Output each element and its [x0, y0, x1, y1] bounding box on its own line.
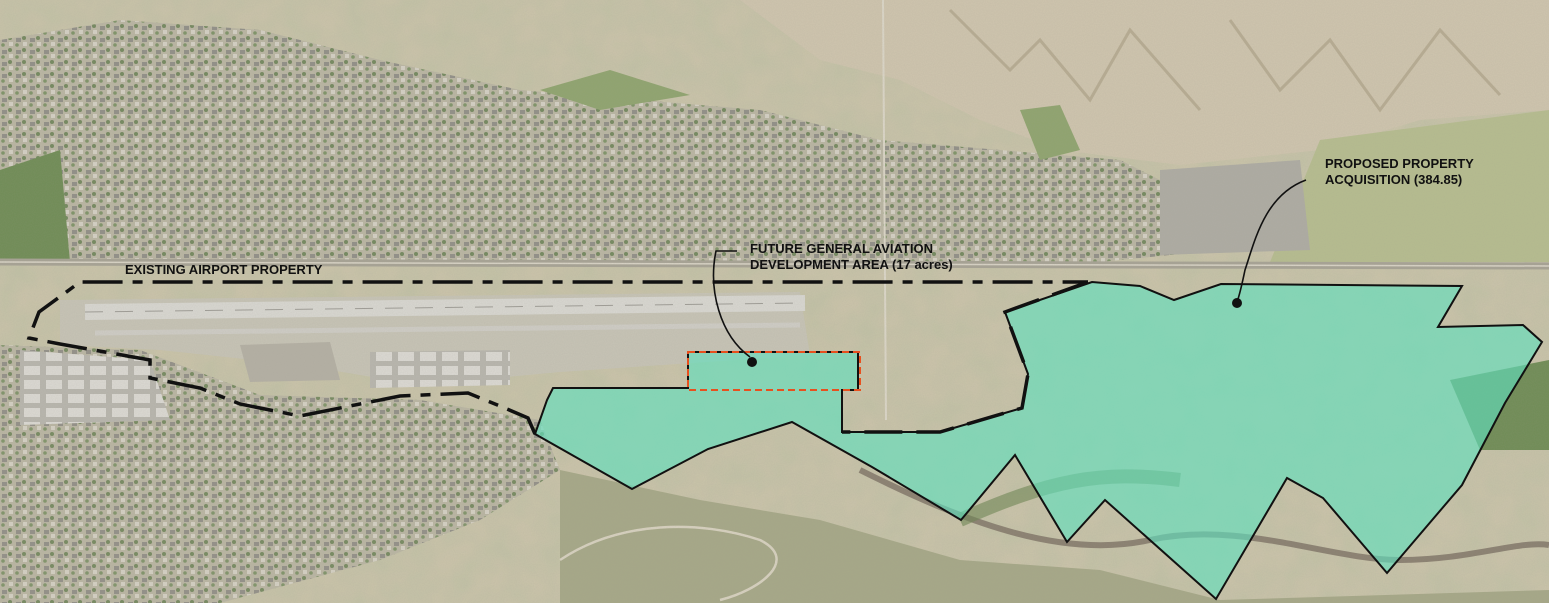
ga-development-area-outline: [687, 351, 861, 391]
ga-leader-dot: [747, 357, 757, 367]
existing-airport-boundary-east: [842, 280, 1089, 434]
acquisition-leader-line: [1236, 179, 1307, 303]
acquisition-label-line1: PROPOSED PROPERTY: [1325, 156, 1474, 171]
ga-leader-line: [712, 250, 751, 358]
ga-area-label-line1: FUTURE GENERAL AVIATION: [750, 241, 933, 256]
existing-airport-boundary: [26, 280, 1088, 435]
ga-area-label-line2: DEVELOPMENT AREA (17 acres): [750, 257, 953, 272]
existing-airport-property-label: EXISTING AIRPORT PROPERTY: [125, 262, 323, 277]
acquisition-label-line2: ACQUISITION (384.85): [1325, 172, 1462, 187]
acquisition-leader-dot: [1232, 298, 1242, 308]
acquisition-polygon: [533, 280, 1544, 601]
